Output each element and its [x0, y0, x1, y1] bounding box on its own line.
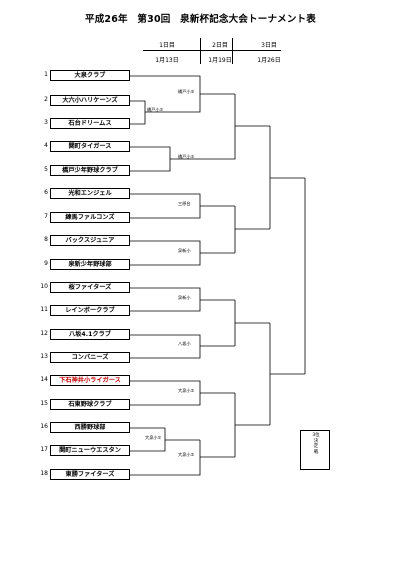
team-name: 大六小ハリケーンズ: [50, 95, 130, 106]
team-number: 6: [44, 189, 48, 196]
venue-label: 橋戸小②: [178, 154, 195, 159]
team-number: 3: [44, 119, 48, 126]
page-title: 平成26年 第30回 泉新杯記念大会トーナメント表: [85, 14, 316, 25]
bracket-connector: [130, 240, 235, 266]
bracket-connector: [269, 126, 305, 229]
bracket-connector: [130, 100, 170, 125]
team-number: 15: [40, 400, 48, 407]
venue-label: 大泉小②: [178, 388, 195, 393]
team-number: 4: [44, 142, 48, 149]
bracket-connector: [130, 193, 235, 219]
header-separator: [200, 38, 201, 64]
bracket-connector: [205, 94, 270, 160]
bracket-connector: [130, 146, 205, 172]
venue-label: 橋戸小③: [178, 89, 195, 94]
team-number: 7: [44, 213, 48, 220]
team-number: 9: [44, 260, 48, 267]
team-number: 14: [40, 376, 48, 383]
round2-date: 1月19日: [208, 57, 232, 64]
team-number: 12: [40, 330, 48, 337]
round3-date: 1月26日: [257, 57, 281, 64]
team-name: 西勝野球部: [50, 422, 130, 433]
bracket-connector: [234, 206, 270, 253]
bracket-connector: [130, 334, 235, 359]
venue-label: 橋戸小①: [147, 107, 164, 112]
round2-label: 2日目: [212, 42, 228, 49]
team-name: 泉新少年野球部: [50, 259, 130, 270]
team-name: 大泉クラブ: [50, 70, 130, 81]
round3-label: 3日目: [261, 42, 277, 49]
bracket-connector: [269, 323, 305, 425]
team-number: 1: [44, 71, 48, 78]
header-divider: [143, 50, 281, 51]
venue-label: 泉新小: [178, 248, 191, 253]
team-name: 関町タイガース: [50, 141, 130, 152]
bracket-connector: [130, 427, 200, 452]
team-name: 橋戸少年野球クラブ: [50, 165, 130, 176]
round1-label: 1日目: [159, 42, 175, 49]
team-number: 8: [44, 236, 48, 243]
team-name: 練馬ファルコンズ: [50, 212, 130, 223]
bracket-connector: [234, 393, 270, 457]
round1-date: 1月13日: [155, 57, 179, 64]
team-name: レインボークラブ: [50, 305, 130, 316]
team-name: 東勝ファイターズ: [50, 469, 130, 480]
team-name: コンバニーズ: [50, 352, 130, 363]
header-separator: [232, 38, 233, 64]
team-number: 5: [44, 166, 48, 173]
third-place-label: 3位決定戦: [312, 433, 320, 455]
team-number: 13: [40, 353, 48, 360]
venue-label: 八坂小: [178, 341, 191, 346]
venue-label: 泉新小: [178, 295, 191, 300]
team-number: 11: [40, 306, 48, 313]
bracket-connector: [234, 300, 270, 346]
team-number: 16: [40, 423, 48, 430]
venue-label: 三原台: [178, 201, 191, 206]
team-name: 八坂4.1クラブ: [50, 329, 130, 340]
team-number: 10: [40, 283, 48, 290]
team-name: 桜ファイターズ: [50, 282, 130, 293]
team-number: 18: [40, 470, 48, 477]
bracket-connector: [130, 440, 235, 476]
team-name: 関町ニューウエスタン: [50, 445, 130, 456]
venue-label: 大泉小①: [145, 435, 162, 440]
bracket-connector: [130, 75, 235, 113]
team-name: 石東野球クラブ: [50, 399, 130, 410]
venue-label: 大泉小②: [178, 452, 195, 457]
bracket-connector: [130, 287, 235, 312]
team-name: バックスジュニア: [50, 235, 130, 246]
bracket-connector: [130, 380, 235, 406]
team-name: 石台ドリームス: [50, 118, 130, 129]
team-name-highlighted: 下石神井小ライガース: [50, 375, 130, 386]
team-name: 光和エンジェル: [50, 188, 130, 199]
third-place-box: [300, 430, 330, 470]
team-number: 17: [40, 446, 48, 453]
team-number: 2: [44, 96, 48, 103]
